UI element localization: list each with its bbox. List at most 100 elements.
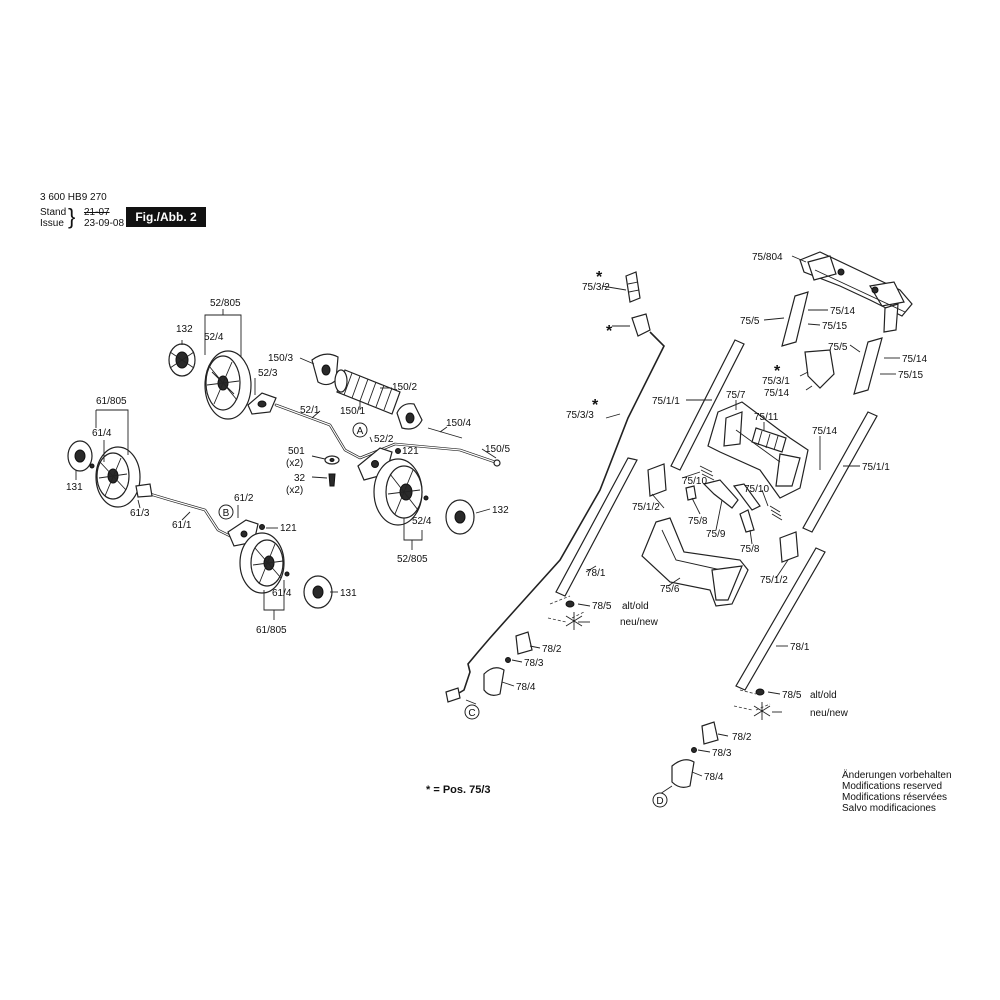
label-neu-new-right: neu/new xyxy=(810,708,849,719)
label-501-qty: (x2) xyxy=(286,458,303,469)
label-78-4-left: 78/4 xyxy=(516,682,536,693)
label-78-1-left: 78/1 xyxy=(586,568,606,579)
label-neu-new-left: neu/new xyxy=(620,617,659,628)
label-75-6: 75/6 xyxy=(660,584,680,595)
label-131-right: 131 xyxy=(340,588,357,599)
label-alt-old-right: alt/old xyxy=(810,690,837,701)
label-78-2-right: 78/2 xyxy=(732,732,752,743)
label-132-top: 132 xyxy=(176,324,193,335)
label-75-9: 75/9 xyxy=(706,529,726,540)
label-78-3-left: 78/3 xyxy=(524,658,544,669)
callout-circles: A B C D xyxy=(218,422,668,808)
label-501: 501 xyxy=(288,446,305,457)
label-75-3-2: 75/3/2 xyxy=(582,282,610,293)
label-75-1-2-left: 75/1/2 xyxy=(632,502,660,513)
figure-label: Fig./Abb. 2 xyxy=(126,207,206,227)
footnote-position: * = Pos. 75/3 xyxy=(426,784,491,796)
label-75-5-a: 75/5 xyxy=(740,316,760,327)
label-32-qty: (x2) xyxy=(286,485,303,496)
asterisk-markers: * * * * xyxy=(592,269,781,414)
control-cable-75-3 xyxy=(445,271,665,703)
label-75-10-a: 75/10 xyxy=(682,476,707,487)
leader-lines-left xyxy=(75,309,497,620)
label-alt-old-left: alt/old xyxy=(622,601,649,612)
label-52-4-bottom: 52/4 xyxy=(412,516,432,527)
label-75-15-b: 75/15 xyxy=(898,370,923,381)
handle-top-75-804 xyxy=(799,251,913,333)
label-75-804: 75/804 xyxy=(752,252,783,263)
label-75-3-3: 75/3/3 xyxy=(566,410,594,421)
star-marker-75-3-3: * xyxy=(592,397,599,414)
label-61-2: 61/2 xyxy=(234,493,254,504)
label-75-14-d: 75/14 xyxy=(812,426,837,437)
label-150-3: 150/3 xyxy=(268,353,293,364)
wheel-52-805-bottom xyxy=(373,458,423,526)
part-number-labels: 52/805 132 52/4 52/3 150/3 150/2 150/1 5… xyxy=(66,252,927,783)
label-61-3: 61/3 xyxy=(130,508,150,519)
roller-150-1 xyxy=(334,369,401,415)
label-75-8-a: 75/8 xyxy=(688,516,708,527)
callout-a: A xyxy=(357,426,364,437)
label-150-4: 150/4 xyxy=(446,418,471,429)
label-75-10-b: 75/10 xyxy=(744,484,769,495)
issue-date: 23-09-08 xyxy=(84,218,125,229)
label-78-5-right: 78/5 xyxy=(782,690,802,701)
stand-label: Stand xyxy=(40,207,67,218)
issue-label: Issue xyxy=(40,218,64,229)
brace-icon: } xyxy=(68,204,76,229)
label-75-3-1: 75/3/1 xyxy=(762,376,790,387)
leader-lines-right xyxy=(465,255,900,795)
label-121-top: 121 xyxy=(402,446,419,457)
star-marker-75-3-2: * xyxy=(596,269,603,286)
label-75-14-c: 75/14 xyxy=(764,388,789,399)
label-78-2-left: 78/2 xyxy=(542,644,562,655)
label-150-1: 150/1 xyxy=(340,406,365,417)
frame-75-6 xyxy=(641,517,749,607)
handle-assembly xyxy=(483,251,913,788)
label-131-left: 131 xyxy=(66,482,83,493)
label-52-805-top: 52/805 xyxy=(210,298,241,309)
label-75-1-1-left: 75/1/1 xyxy=(652,396,680,407)
label-52-805-bottom: 52/805 xyxy=(397,554,428,565)
wheel-61-805-top xyxy=(95,446,141,508)
hub-cap-132-top xyxy=(168,343,196,377)
label-75-8-b: 75/8 xyxy=(740,544,760,555)
callout-c: C xyxy=(468,708,475,719)
label-75-14-a: 75/14 xyxy=(830,306,855,317)
label-150-2: 150/2 xyxy=(392,382,417,393)
label-132-bottom: 132 xyxy=(492,505,509,516)
document-number: 3 600 HB9 270 xyxy=(40,192,107,203)
label-61-4-bottom: 61/4 xyxy=(272,588,292,599)
label-52-1: 52/1 xyxy=(300,405,320,416)
label-52-2: 52/2 xyxy=(374,434,394,445)
rear-axle-assembly xyxy=(168,343,501,535)
console-75-7 xyxy=(707,401,809,499)
label-75-1-1-right: 75/1/1 xyxy=(862,462,890,473)
callout-b: B xyxy=(223,508,230,519)
note-french: Modifications réservées xyxy=(842,792,948,803)
label-61-805-top: 61/805 xyxy=(96,396,127,407)
label-75-7: 75/7 xyxy=(726,390,746,401)
star-marker-75-3-1: * xyxy=(774,363,781,380)
label-32: 32 xyxy=(294,473,306,484)
label-75-11: 75/11 xyxy=(754,412,779,423)
star-marker-connector: * xyxy=(606,323,613,340)
callout-d: D xyxy=(656,796,663,807)
label-52-3: 52/3 xyxy=(258,368,278,379)
stand-date: 21-07 xyxy=(84,207,110,218)
label-61-1: 61/1 xyxy=(172,520,192,531)
label-121-bottom: 121 xyxy=(280,523,297,534)
label-78-3-right: 78/3 xyxy=(712,748,732,759)
wheel-61-805-bottom xyxy=(239,532,285,594)
modification-notes: Änderungen vorbehalten Modifications res… xyxy=(842,770,952,814)
label-75-14-b: 75/14 xyxy=(902,354,927,365)
front-axle-assembly xyxy=(67,440,333,609)
note-english: Modifications reserved xyxy=(842,781,943,792)
note-spanish: Salvo modificaciones xyxy=(842,803,936,814)
label-78-1-right: 78/1 xyxy=(790,642,810,653)
wheel-52-805-top xyxy=(204,350,252,420)
label-61-4-top: 61/4 xyxy=(92,428,112,439)
label-150-5: 150/5 xyxy=(485,444,510,455)
